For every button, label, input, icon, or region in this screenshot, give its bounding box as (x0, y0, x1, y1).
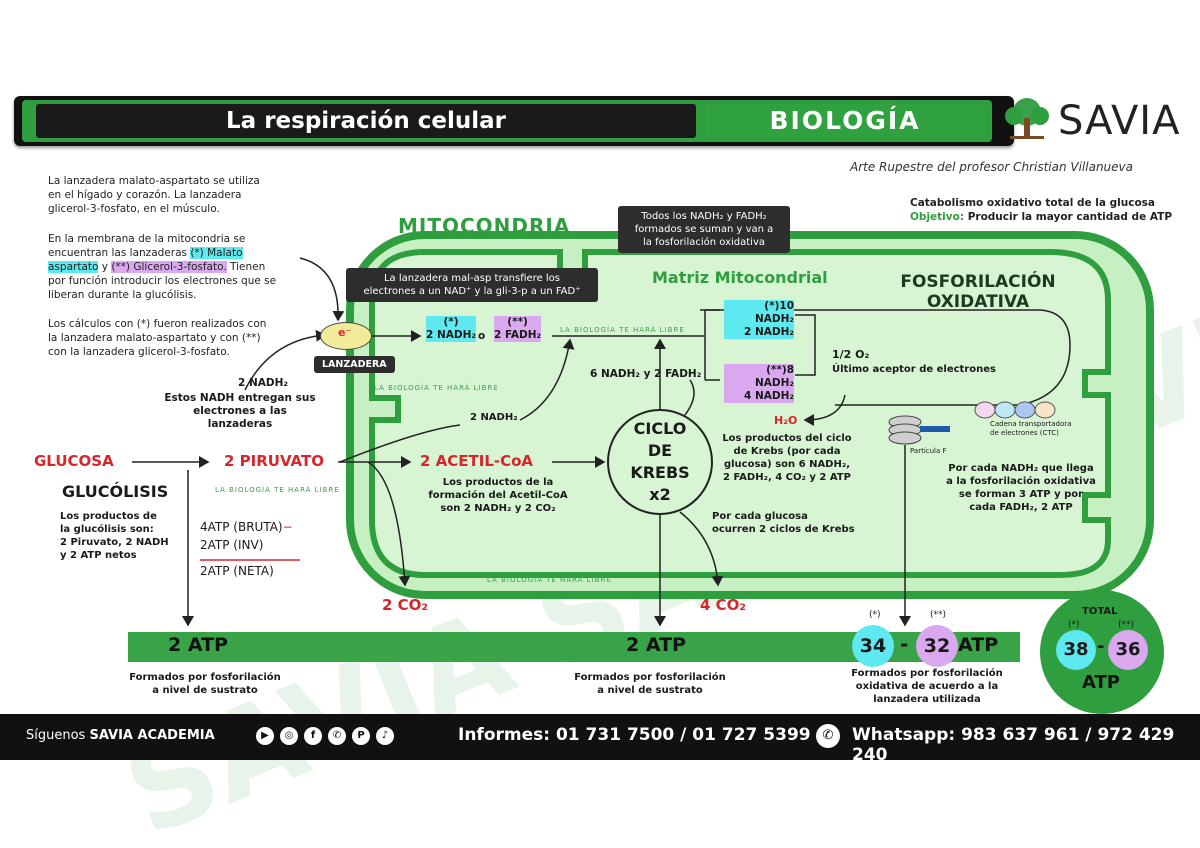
acetyl-coa-label: 2 ACETIL-CoA (420, 452, 534, 470)
total-star-1: (*) (1068, 620, 1080, 630)
footer-bar: Síguenos SAVIA ACADEMIA ▶ ◎ f ✆ P ♪ Info… (0, 714, 1200, 765)
co2-acetyl: 2 CO₂ (382, 596, 428, 614)
total-atp-label: ATP (1082, 672, 1121, 693)
mitochondria-title: MITOCONDRIA (398, 214, 571, 238)
atp-32-badge: 32 (916, 625, 958, 667)
cyto-nadh: 2 NADH₂ (238, 377, 288, 389)
water-label: H₂O (774, 414, 798, 427)
catabolism-note: Catabolismo oxidativo total de la glucos… (910, 197, 1173, 223)
total-star-2: (**) (1118, 620, 1135, 630)
atp-neta: 2ATP (NETA) (200, 564, 274, 578)
oxygen-desc: Último aceptor de electrones (832, 364, 996, 375)
krebs-outputs: 6 NADH₂ y 2 FADH₂ (590, 368, 702, 380)
glycolysis-title: GLUCÓLISIS (62, 482, 169, 501)
youtube-icon[interactable]: ▶ (256, 727, 274, 745)
co2-krebs: 4 CO₂ (700, 596, 746, 614)
whatsapp-info[interactable]: Whatsapp: 983 637 961 / 972 429 240 (852, 725, 1175, 765)
whatsapp-contact-icon[interactable]: ✆ (816, 724, 840, 748)
intro-paragraph-1: La lanzadera malato-aspartato se utiliza… (48, 175, 260, 215)
phone-info[interactable]: Informes: 01 731 7500 / 01 727 5399 (458, 725, 811, 745)
follow-us-text: Síguenos SAVIA ACADEMIA (26, 728, 215, 743)
total-circle (1040, 590, 1164, 714)
tiktok-icon[interactable]: ♪ (376, 727, 394, 745)
atp-ox-label: ATP (958, 634, 999, 656)
subject-label: BIOLOGÍA (705, 104, 985, 138)
star-gli: (**) (930, 610, 947, 620)
watermark-text-1: LA BIOLOGÍA TE HARÁ LIBRE (215, 486, 340, 494)
whatsapp-icon[interactable]: ✆ (328, 727, 346, 745)
author-credit: Arte Rupestre del profesor Christian Vil… (850, 160, 1133, 174)
watermark-text-2: LA BIOLOGÍA TE HARÁ LIBRE (374, 384, 499, 392)
shuttle-or: o (478, 330, 486, 342)
atp-glycolysis: 2 ATP (168, 634, 228, 656)
atp-bruta: 4ATP (BRUTA)− (200, 520, 293, 534)
total-38-badge: 38 (1056, 630, 1096, 670)
total-dash: - (1097, 636, 1105, 657)
intro-paragraph-2: En la membrana de la mitocondria se encu… (48, 233, 277, 301)
total-label: TOTAL (1082, 606, 1118, 617)
acetyl-nadh: 2 NADH₂ (470, 412, 518, 423)
oxygen-label: 1/2 O₂ (832, 348, 870, 361)
page-title: La respiración celular (36, 104, 696, 138)
atp-krebs: 2 ATP (626, 634, 686, 656)
atp-inv: 2ATP (INV) (200, 538, 264, 552)
instagram-icon[interactable]: ◎ (280, 727, 298, 745)
pinterest-icon[interactable]: P (352, 727, 370, 745)
atp-dash: - (900, 632, 909, 656)
shuttle-ellipse (320, 322, 372, 350)
total-36-badge: 36 (1108, 630, 1148, 670)
watermark-text-3: LA BIOLOGÍA TE HARÁ LIBRE (560, 326, 685, 334)
intro-paragraph-3: Los cálculos con (*) fueron realizados c… (48, 318, 267, 358)
watermark-text-4: LA BIOLOGÍA TE HARÁ LIBRE (487, 576, 612, 584)
shuttle-products: (*)2 NADH₂ (426, 316, 476, 342)
matrix-label: Matriz Mitocondrial (652, 268, 828, 287)
electron-label: e⁻ (338, 326, 352, 339)
brand-logo-text: SAVIA (1058, 98, 1181, 144)
glucose-label: GLUCOSA (34, 452, 114, 470)
tree-logo-icon (1005, 98, 1049, 139)
shuttle-label: LANZADERA (314, 356, 395, 373)
star-mal-asp: (*) (869, 610, 881, 620)
pyruvate-label: 2 PIRUVATO (224, 452, 324, 470)
atp-34-badge: 34 (852, 625, 894, 667)
shuttle-fadh: (**)2 FADH₂ (494, 316, 542, 342)
particle-f-label: Partícula F (910, 447, 947, 455)
facebook-icon[interactable]: f (304, 727, 322, 745)
